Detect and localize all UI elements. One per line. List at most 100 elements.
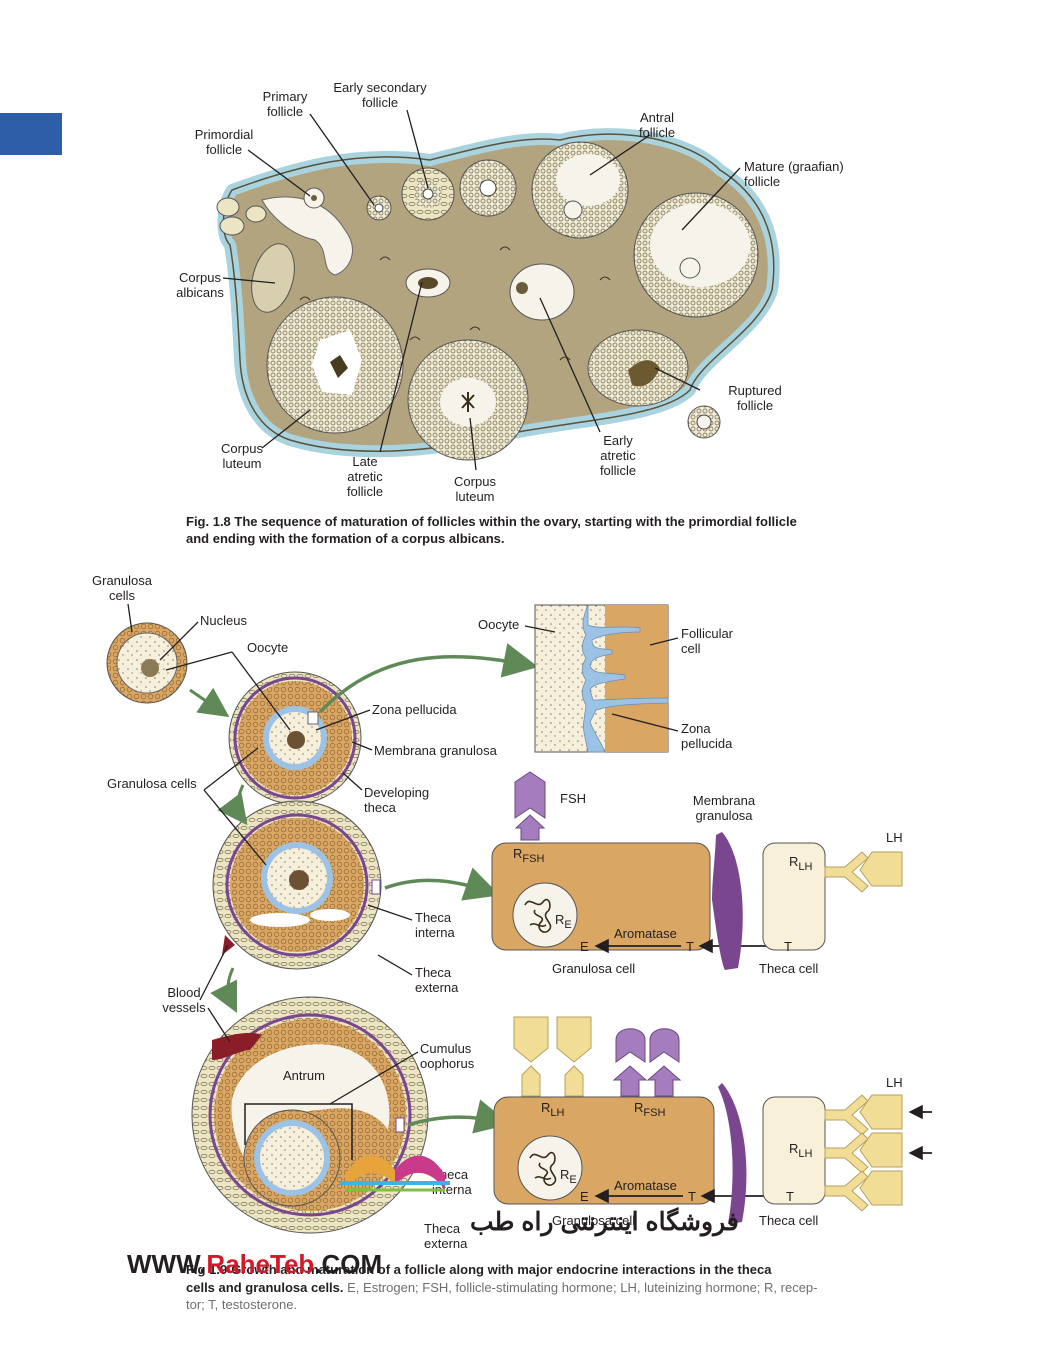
svg-text:WWW.RaheTeb.COM: WWW.RaheTeb.COM bbox=[127, 1249, 382, 1279]
p2-lh: LH bbox=[886, 1075, 903, 1090]
p1-lh: LH bbox=[886, 830, 903, 845]
label-theca-externa-2: externa bbox=[415, 980, 459, 995]
label-antrum: Antrum bbox=[283, 1068, 325, 1083]
label-inset-follicular-2: cell bbox=[681, 641, 701, 656]
svg-text:RE: RE bbox=[555, 912, 572, 931]
label-antral-2: follicle bbox=[639, 125, 675, 140]
p2-e: E bbox=[580, 1189, 589, 1204]
watermark-persian: فروشگاه اینترنتی راه طب bbox=[470, 1206, 739, 1237]
p2-rlh-sub: LH bbox=[798, 1148, 812, 1160]
svg-text:RLH: RLH bbox=[541, 1100, 565, 1119]
label-early-atretic-3: follicle bbox=[600, 463, 636, 478]
label-corpus-albicans-2: albicans bbox=[176, 285, 224, 300]
label-late-atretic-2: atretic bbox=[347, 469, 383, 484]
label-theca-externa-2-1: Theca bbox=[424, 1221, 461, 1236]
p1-rfsh-sub: FSH bbox=[522, 853, 544, 865]
p2-rlh-main: R bbox=[789, 1141, 798, 1156]
p1-t-right: T bbox=[784, 939, 792, 954]
watermark: فروشگاه اینترنتی راه طب WWW.RaheTeb.COM bbox=[127, 1155, 739, 1279]
label-theca-externa-2-2: externa bbox=[424, 1236, 468, 1251]
label-corpus-luteum-center-2: luteum bbox=[455, 489, 494, 504]
svg-text:RLH: RLH bbox=[789, 1141, 813, 1160]
svg-text:RE: RE bbox=[560, 1167, 577, 1186]
p2-t-right: T bbox=[786, 1189, 794, 1204]
svg-text:RLH: RLH bbox=[789, 854, 813, 873]
p1-fsh: FSH bbox=[560, 791, 586, 806]
endocrine-panel-2: RLH RFSH RE Aromatase E T RLH T LH Granu… bbox=[493, 1016, 932, 1228]
label-early-atretic-1: Early bbox=[603, 433, 633, 448]
label-mature-1: Mature (graafian) bbox=[744, 159, 844, 174]
label-early-atretic-2: atretic bbox=[600, 448, 636, 463]
label-primordial-1: Primordial bbox=[195, 127, 254, 142]
label-inset-zona-1: Zona bbox=[681, 721, 711, 736]
label-nucleus: Nucleus bbox=[200, 613, 247, 628]
label-ruptured-2: follicle bbox=[737, 398, 773, 413]
p1-rfsh-main: R bbox=[513, 846, 522, 861]
p1-re-main: R bbox=[555, 912, 564, 927]
label-late-atretic-3: follicle bbox=[347, 484, 383, 499]
p2-re-sub: E bbox=[569, 1174, 576, 1186]
follicle-stage-3 bbox=[212, 800, 382, 970]
label-inset-oocyte: Oocyte bbox=[478, 617, 519, 632]
label-inset-follicular-1: Follicular bbox=[681, 626, 734, 641]
p1-granulosa-cell: Granulosa cell bbox=[552, 961, 635, 976]
p2-theca-cell: Theca cell bbox=[759, 1213, 818, 1228]
p2-rlh-top-sub: LH bbox=[550, 1107, 564, 1119]
fig18-caption-line1: Fig. 1.8 The sequence of maturation of f… bbox=[186, 514, 797, 529]
fig18-leaders bbox=[222, 109, 741, 471]
watermark-suffix: .COM bbox=[314, 1249, 382, 1279]
stage-arrows bbox=[189, 643, 539, 1134]
fig18-caption-line2: and ending with the formation of a corpu… bbox=[186, 531, 505, 546]
label-developing-theca-1: Developing bbox=[364, 785, 429, 800]
p2-t-left: T bbox=[688, 1189, 696, 1204]
label-primary-1: Primary bbox=[263, 89, 308, 104]
watermark-prefix: WWW. bbox=[127, 1249, 206, 1279]
label-primordial-2: follicle bbox=[206, 142, 242, 157]
label-granulosa-cells-top-2: cells bbox=[109, 588, 136, 603]
label-oocyte: Oocyte bbox=[247, 640, 288, 655]
label-cumulus-2: oophorus bbox=[420, 1056, 475, 1071]
p2-granulosa-cell: Granulosa cell bbox=[552, 1213, 635, 1228]
chapter-tab bbox=[0, 113, 62, 155]
p1-membrana-2: granulosa bbox=[695, 808, 753, 823]
svg-text:Mature (graafian)follicle: Mature (graafian)follicle bbox=[744, 159, 844, 189]
fig19-leaders bbox=[127, 603, 419, 1105]
label-theca-interna-1: Theca bbox=[415, 910, 452, 925]
label-corpus-luteum-left-1: Corpus bbox=[221, 441, 263, 456]
fig19-caption-line1: Growth and maturation of a follicle alon… bbox=[231, 1262, 772, 1277]
p1-e: E bbox=[580, 939, 589, 954]
label-antral-1: Antral bbox=[640, 110, 674, 125]
svg-text:RFSH: RFSH bbox=[634, 1100, 665, 1119]
p2-rfsh-sub: FSH bbox=[643, 1107, 665, 1119]
label-cumulus-1: Cumulus bbox=[420, 1041, 472, 1056]
follicle-stage-4 bbox=[191, 996, 429, 1234]
label-primary-2: follicle bbox=[267, 104, 303, 119]
svg-text:cells and granulosa cells. E,: cells and granulosa cells. E, Estrogen; … bbox=[186, 1280, 818, 1295]
label-corpus-albicans-1: Corpus bbox=[179, 270, 221, 285]
p1-t-left: T bbox=[686, 939, 694, 954]
primordial-follicles bbox=[216, 196, 353, 276]
label-theca-externa-1: Theca bbox=[415, 965, 452, 980]
label-early-secondary-2: follicle bbox=[362, 95, 398, 110]
label-inset-zona-2: pellucida bbox=[681, 736, 733, 751]
label-corpus-luteum-center-1: Corpus bbox=[454, 474, 496, 489]
